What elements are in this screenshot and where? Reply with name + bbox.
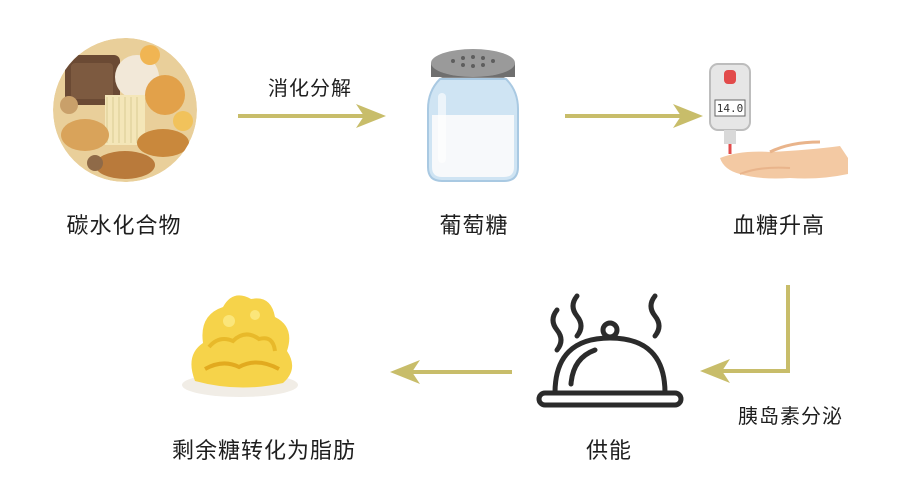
node-label-fat-conversion: 剩余糖转化为脂肪 [171,439,357,464]
node-label-energy-supply: 供能 [585,439,633,464]
edge-label-insulin-secretion: 胰岛素分泌 [738,404,843,428]
meter-reading: 14.0 [717,102,744,115]
carbohydrate-food-image [53,38,197,182]
node-label-carbohydrates: 碳水化合物 [66,214,182,239]
arrow-blood-sugar-to-energy [700,285,790,383]
arrow-glucose-to-blood-sugar [565,104,703,128]
node-label-blood-sugar-rise: 血糖升高 [732,214,826,239]
body-fat-image [182,295,298,397]
edge-label-digestion: 消化分解 [268,76,352,100]
glucose-meter-hand-image: 14.0 [709,63,848,179]
food-cloche-icon [536,293,684,408]
node-label-glucose: 葡萄糖 [439,214,509,239]
glucose-jar-image [427,49,519,182]
arrow-carbs-to-glucose [238,104,386,128]
arrow-energy-to-fat [390,360,512,384]
